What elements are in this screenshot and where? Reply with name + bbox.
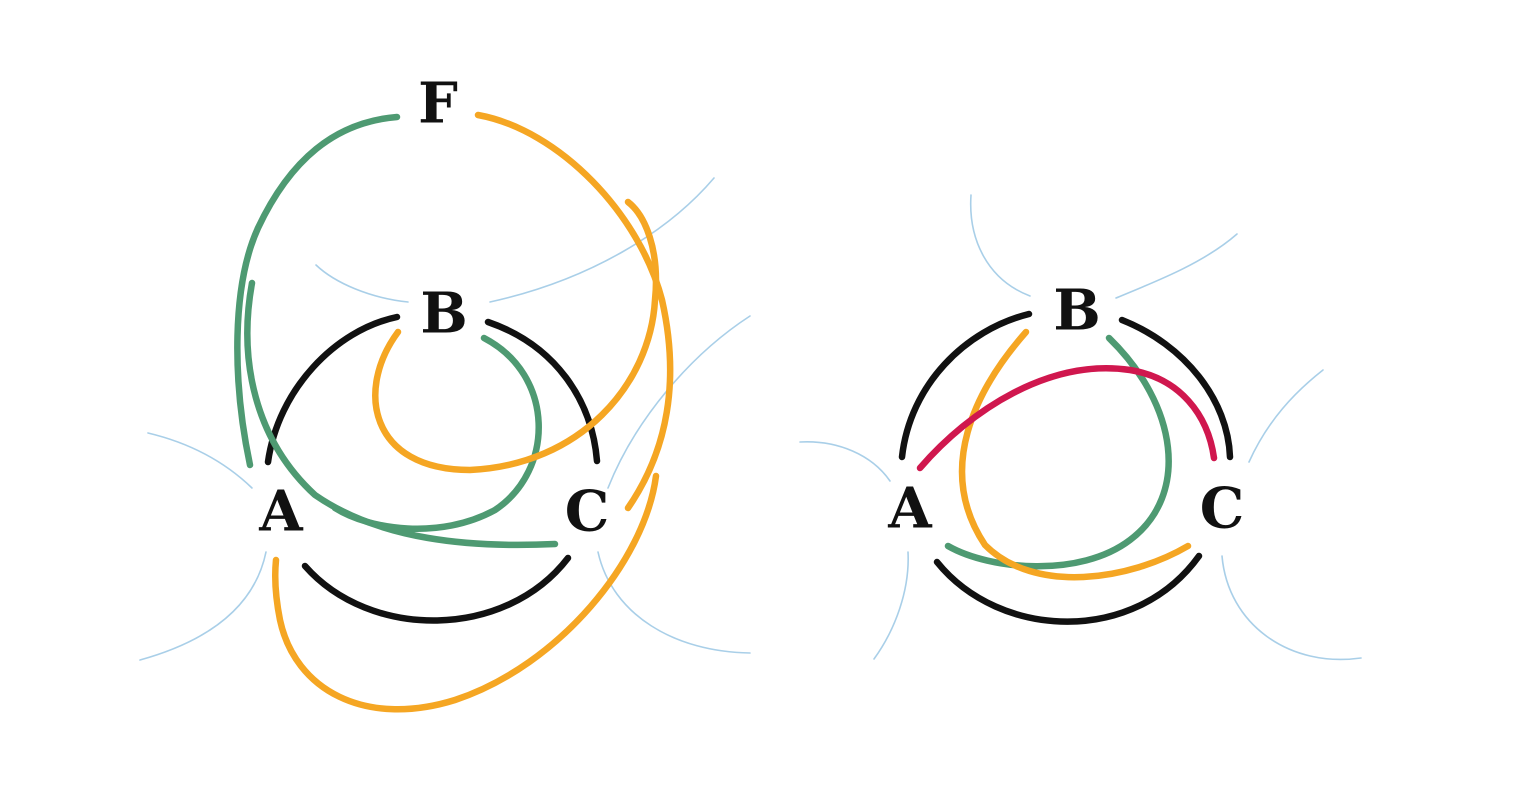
- right-half-edge-c-lower: [1221, 555, 1362, 661]
- right-crimson-edge-a-c: [916, 365, 1218, 472]
- left-half-edges: [139, 177, 751, 661]
- right-half-edge-a-upper: [799, 441, 891, 482]
- left-half-edge-a-upper: [147, 432, 253, 489]
- left-orange-edge-b-loop: [372, 198, 660, 474]
- right-node-labels: B A C: [887, 278, 1244, 542]
- left-green-edge-f-c: [244, 279, 559, 549]
- right-orange-edge-b-c: [958, 328, 1192, 581]
- left-green-edge-a-f: [234, 113, 401, 469]
- right-green-edge-b-a: [944, 334, 1172, 570]
- right-colored-edges: [916, 328, 1218, 581]
- left-green-edges: [234, 113, 559, 549]
- left-orange-edges: [271, 111, 674, 713]
- right-diagram: B A C: [799, 194, 1362, 661]
- right-half-edge-c-upper: [1248, 369, 1324, 463]
- right-half-edge-b-left: [969, 194, 1031, 297]
- right-half-edge-b-right: [1115, 233, 1238, 299]
- left-edge-b-c: [484, 318, 601, 465]
- left-node-label-c: C: [565, 479, 610, 545]
- left-node-label-a: A: [258, 479, 304, 545]
- right-half-edge-a-lower: [873, 551, 909, 660]
- left-node-label-f: F: [418, 71, 458, 137]
- left-orange-edge-c-a: [271, 472, 660, 713]
- right-node-label-b: B: [1053, 278, 1100, 344]
- left-green-edge-b-a: [331, 334, 542, 532]
- left-edge-a-c: [301, 554, 572, 624]
- left-half-edge-b-left: [315, 264, 409, 303]
- left-node-label-b: B: [420, 281, 467, 347]
- left-half-edge-c-upper: [607, 315, 751, 489]
- left-orange-edge-f-c: [474, 111, 674, 512]
- left-half-edge-c-lower: [597, 551, 751, 654]
- right-node-label-c: C: [1200, 476, 1245, 542]
- left-half-edge-a-lower: [139, 551, 267, 661]
- left-half-edge-b-right: [489, 177, 715, 303]
- right-edge-b-c: [1118, 316, 1234, 461]
- right-edge-a-b: [898, 310, 1033, 461]
- left-node-labels: F B A C: [258, 71, 609, 545]
- right-edge-a-c: [933, 552, 1203, 625]
- left-diagram: F B A C: [139, 71, 751, 713]
- right-node-label-a: A: [887, 476, 933, 542]
- right-black-edges: [898, 310, 1234, 625]
- right-half-edges: [799, 194, 1362, 661]
